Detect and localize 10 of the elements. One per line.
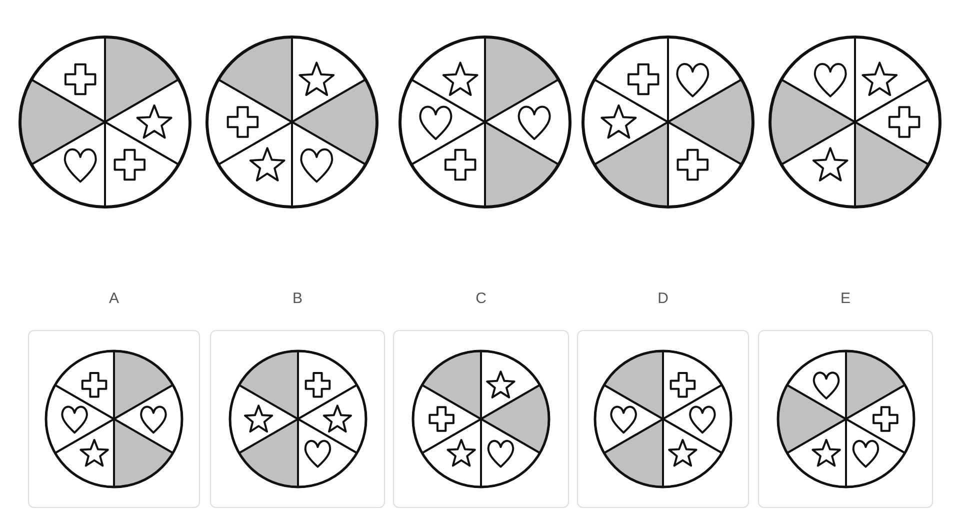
pie-drawing (17, 34, 193, 210)
pie-drawing (767, 34, 943, 210)
option-letter: C (474, 290, 488, 308)
pie-drawing (580, 34, 756, 210)
option-letter: A (108, 290, 120, 308)
pie-drawing (397, 34, 573, 210)
pie-drawing (204, 34, 380, 210)
option-letter: B (291, 290, 304, 308)
option-letter: D (656, 290, 670, 308)
option-letter: E (839, 290, 852, 308)
